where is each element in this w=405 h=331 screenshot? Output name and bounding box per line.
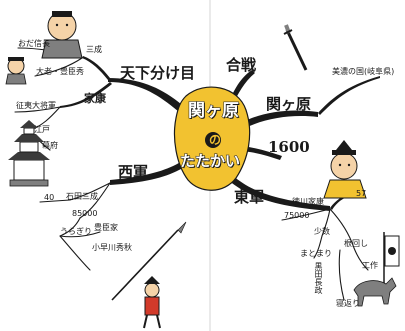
line-uragiri2 [339,250,344,300]
soldier-icon [144,276,160,328]
nobunaga-portrait-icon [42,11,82,58]
branch-mitsunari [82,56,110,80]
branch-sekigahara [243,110,318,128]
center-title-upper: 関ヶ原 [188,96,239,121]
branch-label-sekigahara: 関ヶ原 [266,97,311,112]
label-uragiri2: 寝返り [336,300,360,308]
label-ieyasu-full: 徳川家康 [292,198,324,206]
branch-label-year: 1600 [268,140,310,155]
label-75000: 75000 [284,212,309,220]
horse-icon [354,278,396,306]
hideyoshi-portrait-icon [6,57,26,84]
label-edo: 江戸 [34,126,50,134]
line-hideaki [60,236,90,270]
label-85000: 85000 [72,210,97,218]
label-flag: 葵 [388,238,395,245]
label-kousaku: 工作 [362,262,378,270]
label-mitsunari: 三成 [86,46,102,54]
label-kuroda: 黒田長政 [314,262,322,294]
branch-label-tougun: 東軍 [234,190,264,205]
branch-mino [318,76,380,115]
center-title-no: の [209,131,221,148]
branch-label-seigun: 西軍 [118,165,148,180]
label-ishida: 石田三成 [66,193,98,201]
center-title-lower: たたかい [180,150,240,171]
katana-icon [284,25,306,70]
label-matomari: まとまり [300,250,332,258]
label-age57: 57 [356,190,366,198]
label-age40: 40 [44,194,54,202]
label-mino: 美濃の国(岐阜県) [332,68,394,76]
label-toyotomi: 大老・豊臣秀 [36,68,84,76]
branch-label-tenka: 天下分け目 [120,66,195,81]
label-hideaki: 小早川秀秋 [92,244,132,252]
label-seii: 征夷大将軍 [16,102,56,110]
label-shousuu: 少数 [314,228,330,236]
branch-label-ieyasu: 家康 [84,93,106,104]
label-toyotomi-ke: 豊臣家 [94,224,118,232]
label-bakufu: 幕府 [42,142,58,150]
label-uragiri: うらぎり [60,228,92,236]
branch-label-kassen: 合戦 [226,58,256,73]
label-nobunaga: おだ信長 [18,40,50,48]
label-nemawashi: 根回し [344,240,368,248]
